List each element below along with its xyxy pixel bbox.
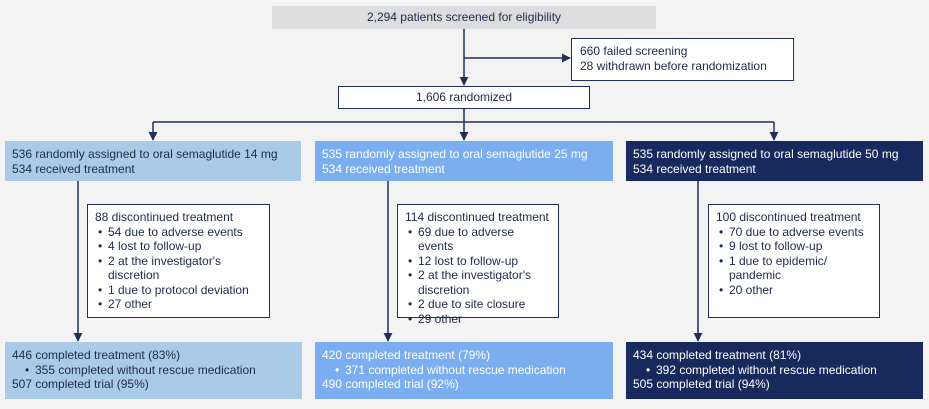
screened-box: 2,294 patients screened for eligibility xyxy=(272,6,656,29)
discontinued-title: 88 discontinued treatment xyxy=(95,210,234,224)
list-item: 9 lost to follow-up xyxy=(716,239,872,254)
completed-sub-list: 355 completed without rescue medication xyxy=(12,363,295,378)
discontinued-14mg-box: 88 discontinued treatment 54 due to adve… xyxy=(87,204,270,318)
list-item: 392 completed without rescue medication xyxy=(643,363,916,378)
withdrawn-text: 28 withdrawn before randomization xyxy=(580,58,767,73)
arm-14mg-box: 536 randomly assigned to oral semaglutid… xyxy=(5,141,301,181)
excluded-box: 660 failed screening 28 withdrawn before… xyxy=(571,38,794,81)
completed-treatment-text: 446 completed treatment (83%) xyxy=(12,348,181,362)
screened-text: 2,294 patients screened for eligibility xyxy=(366,10,562,24)
list-item: 4 lost to follow-up xyxy=(95,239,262,254)
failed-screening-text: 660 failed screening xyxy=(580,44,688,58)
completed-trial-text: 507 completed trial (95%) xyxy=(12,377,149,391)
list-item: 27 other xyxy=(95,297,262,312)
list-item: 371 completed without rescue medication xyxy=(332,363,606,378)
arm-assigned-text: 535 randomly assigned to oral semaglutid… xyxy=(633,147,899,161)
completed-treatment-text: 434 completed treatment (81%) xyxy=(633,348,802,362)
completed-treatment-text: 420 completed treatment (79%) xyxy=(322,348,491,362)
list-item: 69 due to adverse events xyxy=(405,225,551,254)
list-item: 12 lost to follow-up xyxy=(405,254,551,269)
list-item: 54 due to adverse events xyxy=(95,225,262,240)
completed-14mg-box: 446 completed treatment (83%) 355 comple… xyxy=(5,342,302,399)
randomized-box: 1,606 randomized xyxy=(338,86,590,109)
discontinued-50mg-box: 100 discontinued treatment 70 due to adv… xyxy=(708,204,880,318)
completed-trial-text: 505 completed trial (94%) xyxy=(633,377,770,391)
completed-sub-list: 371 completed without rescue medication xyxy=(322,363,606,378)
list-item: 20 other xyxy=(716,283,872,298)
discontinued-title: 100 discontinued treatment xyxy=(716,210,861,224)
discontinued-reasons-list: 70 due to adverse events 9 lost to follo… xyxy=(716,225,872,298)
completed-25mg-box: 420 completed treatment (79%) 371 comple… xyxy=(315,342,613,399)
completed-50mg-box: 434 completed treatment (81%) 392 comple… xyxy=(626,342,923,399)
arm-received-text: 534 received treatment xyxy=(322,161,445,176)
list-item: 70 due to adverse events xyxy=(716,225,872,240)
discontinued-25mg-box: 114 discontinued treatment 69 due to adv… xyxy=(397,204,559,326)
list-item: 2 at the investigator's discretion xyxy=(405,268,551,297)
arm-50mg-box: 535 randomly assigned to oral semaglutid… xyxy=(626,141,923,181)
completed-trial-text: 490 completed trial (92%) xyxy=(322,377,459,391)
discontinued-reasons-list: 54 due to adverse events 4 lost to follo… xyxy=(95,225,262,312)
arm-received-text: 534 received treatment xyxy=(12,161,135,176)
randomized-text: 1,606 randomized xyxy=(415,90,513,104)
list-item: 1 due to epidemic/ pandemic xyxy=(716,254,872,283)
discontinued-title: 114 discontinued treatment xyxy=(405,210,549,224)
list-item: 29 other xyxy=(405,312,551,327)
arm-received-text: 534 received treatment xyxy=(633,161,756,176)
list-item: 2 at the investigator's discretion xyxy=(95,254,262,283)
arm-assigned-text: 536 randomly assigned to oral semaglutid… xyxy=(12,147,278,161)
list-item: 355 completed without rescue medication xyxy=(22,363,295,378)
arm-assigned-text: 535 randomly assigned to oral semaglutid… xyxy=(322,147,588,161)
discontinued-reasons-list: 69 due to adverse events 12 lost to foll… xyxy=(405,225,551,327)
list-item: 2 due to site closure xyxy=(405,297,551,312)
list-item: 1 due to protocol deviation xyxy=(95,283,262,298)
arm-25mg-box: 535 randomly assigned to oral semaglutid… xyxy=(315,141,613,181)
completed-sub-list: 392 completed without rescue medication xyxy=(633,363,916,378)
